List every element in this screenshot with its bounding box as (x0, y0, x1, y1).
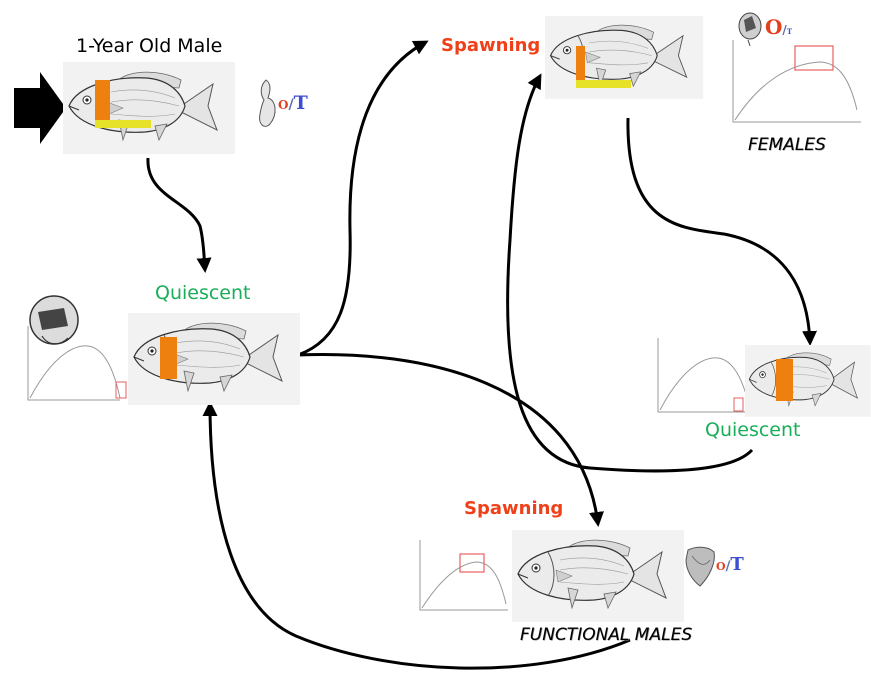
gsi-box (116, 382, 126, 398)
gonad-icon-start (260, 80, 275, 126)
gonad-icon-females (739, 13, 761, 46)
testis-letter: T (294, 92, 308, 114)
gonad-icon-males (686, 547, 714, 586)
entry-arrow-icon (14, 72, 66, 144)
gonad-label-females: O/T (765, 17, 792, 37)
ovary-letter: O (765, 15, 782, 39)
label-spawning-bottom: Spawning (464, 500, 563, 518)
fish-quiescent-right (745, 345, 871, 417)
label-females: FEMALES (748, 137, 826, 154)
label-functional-males: FUNCTIONAL MALES (520, 627, 692, 644)
testis-letter: T (787, 27, 792, 36)
label-spawning-top: Spawning (441, 37, 540, 55)
gsi-box (795, 46, 833, 70)
height-bar (95, 80, 110, 122)
height-bar (576, 46, 585, 82)
gsi-curve-females (733, 40, 861, 122)
height-bar (776, 359, 793, 401)
gonad-label-males: O/T (716, 556, 744, 574)
gsi-curve-quiescent-right (658, 338, 750, 412)
arrow-quiescent-to-female-spawning (298, 42, 426, 355)
arrow-start-to-quiescent (148, 158, 205, 270)
ovary-letter: O (278, 98, 288, 112)
fish-quiescent-left (128, 313, 300, 405)
testis-letter: T (730, 554, 743, 575)
length-bar (576, 80, 631, 88)
label-start: 1-Year Old Male (76, 37, 222, 56)
gonad-icon-quiescent-left (30, 296, 78, 344)
length-bar (95, 120, 151, 128)
fish-spawning-female (545, 16, 703, 99)
gsi-curve-males (420, 540, 508, 610)
ovary-letter: O (716, 560, 726, 573)
label-quiescent-right: Quiescent (705, 421, 801, 440)
gonad-label-start: O/T (278, 94, 308, 113)
height-bar (160, 337, 177, 379)
fish-start (63, 62, 235, 154)
label-quiescent-left: Quiescent (155, 284, 251, 303)
fish-functional-male (512, 530, 684, 622)
gsi-box (734, 398, 743, 411)
